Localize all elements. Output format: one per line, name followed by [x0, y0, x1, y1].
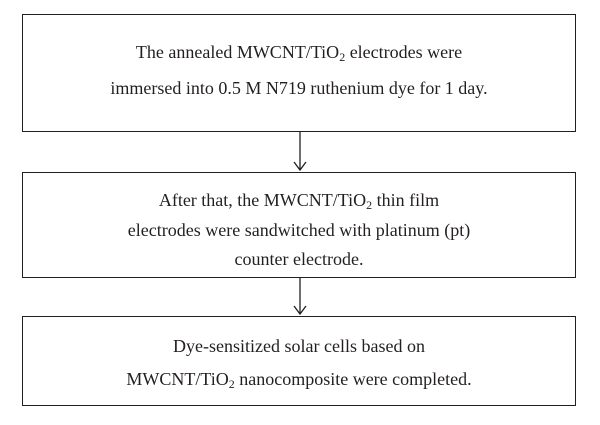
step-3-line-2: MWCNT/TiO2 nanocomposite were completed.	[126, 369, 472, 391]
step-box-annealing-immersion: The annealed MWCNT/TiO2 electrodes were …	[22, 14, 576, 132]
flow-arrow-1	[293, 132, 307, 172]
step-2-line-3: counter electrode.	[234, 249, 364, 269]
step-box-sandwich-electrodes: After that, the MWCNT/TiO2 thin film ele…	[22, 172, 576, 278]
step-2-line-1: After that, the MWCNT/TiO2 thin film	[158, 190, 440, 212]
step-3-line-1: Dye-sensitized solar cells based on	[173, 336, 425, 356]
step-1-line-1: The annealed MWCNT/TiO2 electrodes were	[135, 42, 463, 64]
step-2-line-2: electrodes were sandwitched with platinu…	[127, 220, 471, 240]
step-box-completed-cells: Dye-sensitized solar cells based on MWCN…	[22, 316, 576, 406]
step-1-line-2: immersed into 0.5 M N719 ruthenium dye f…	[110, 78, 488, 98]
flow-arrow-2	[293, 278, 307, 316]
